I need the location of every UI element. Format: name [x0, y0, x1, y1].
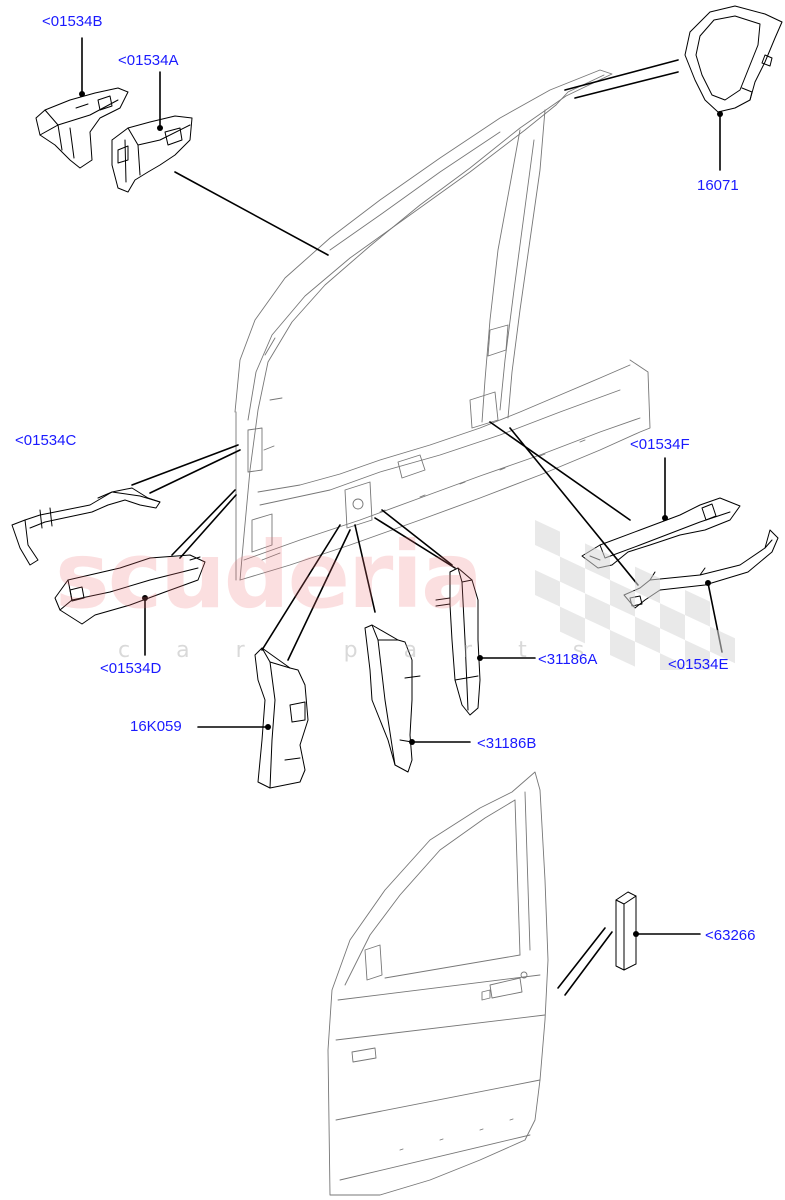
leader-01534d-to-frame-b — [179, 494, 237, 559]
dot-01534d — [142, 595, 148, 601]
callout-63266[interactable]: <63266 — [705, 927, 756, 944]
callout-16071[interactable]: 16071 — [697, 177, 739, 194]
leader-31186a-a — [381, 509, 453, 566]
leader-01534e-to-frame — [509, 427, 639, 586]
callout-01534b[interactable]: <01534B — [42, 13, 103, 30]
leader-01534f-to-frame — [489, 421, 631, 521]
front-door-panel — [327, 771, 549, 1196]
leader-31186a-b — [374, 517, 456, 569]
leader-16k059-a — [261, 524, 341, 651]
callout-01534d[interactable]: <01534D — [100, 660, 162, 677]
leader-16071-to-frame-a — [564, 59, 679, 91]
callout-31186a[interactable]: <31186A — [538, 651, 598, 668]
leader-01534c-to-frame-b — [149, 449, 241, 494]
leader-lines — [81, 37, 723, 996]
part-01534a — [111, 115, 193, 193]
dot-31186a — [477, 655, 483, 661]
leader-16071-to-frame-b — [574, 71, 679, 99]
dot-01534b — [79, 91, 85, 97]
callout-31186b[interactable]: <31186B — [477, 735, 537, 752]
part-01534b — [35, 87, 129, 169]
dot-16k059 — [265, 724, 271, 730]
callout-01534e[interactable]: <01534E — [668, 656, 729, 673]
dot-63266 — [633, 931, 639, 937]
dot-16071 — [717, 111, 723, 117]
leader-01534a-to-frame — [174, 171, 329, 256]
part-31186a — [435, 567, 481, 716]
dot-31186b — [409, 739, 415, 745]
callout-01534c[interactable]: <01534C — [15, 432, 77, 449]
checker-flag-watermark — [535, 520, 735, 670]
leader-63266-to-door-b — [564, 931, 613, 996]
callout-01534f[interactable]: <01534F — [630, 436, 690, 453]
callout-16k059[interactable]: 16K059 — [130, 718, 182, 735]
part-01534c — [11, 487, 161, 566]
callout-dots — [79, 91, 723, 937]
dot-01534f — [662, 515, 668, 521]
dot-01534e — [705, 580, 711, 586]
watermark-subtitle: car parts — [118, 638, 631, 663]
leader-31186b-a — [354, 524, 376, 613]
part-16071 — [684, 5, 783, 113]
part-01534d — [54, 554, 206, 625]
callout-01534a[interactable]: <01534A — [118, 52, 179, 69]
part-63266 — [615, 891, 637, 971]
leader-16k059-b — [287, 529, 351, 661]
leader-01534c-to-frame-a — [131, 444, 239, 486]
watermark-brand: scuderia — [55, 522, 483, 629]
leader-01534d-to-frame-a — [171, 489, 236, 556]
dot-01534a — [157, 125, 163, 131]
body-side-frame — [234, 69, 651, 581]
leader-63266-to-door-a — [557, 927, 606, 989]
part-16k059 — [254, 647, 309, 789]
